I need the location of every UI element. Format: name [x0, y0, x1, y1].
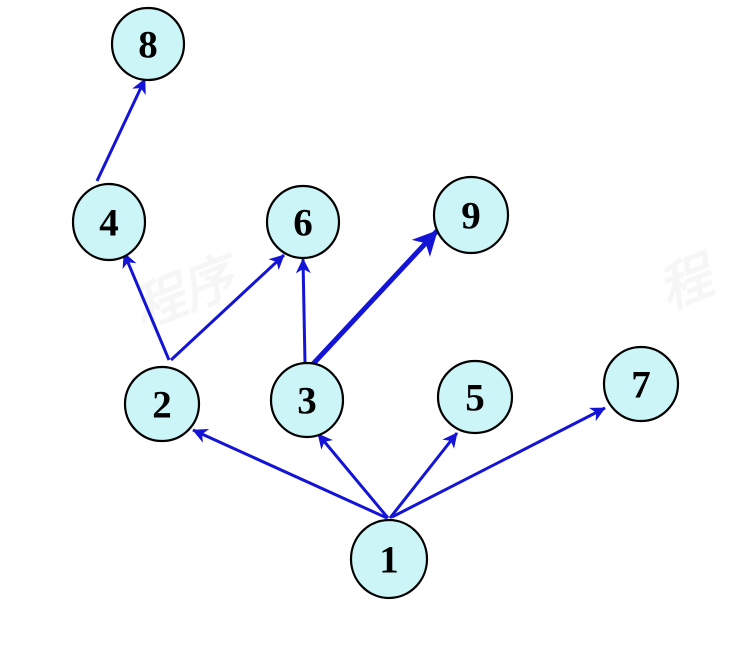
- edge-1-3: [316, 433, 390, 519]
- node-label-7: 7: [631, 364, 651, 407]
- graph-node-8: 8: [110, 6, 186, 82]
- node-label-3: 3: [297, 380, 317, 423]
- node-circle-7: [602, 345, 680, 423]
- graph-node-5: 5: [436, 359, 514, 435]
- node-circle-5: [436, 359, 514, 435]
- graph-node-7: 7: [602, 345, 680, 423]
- node-label-8: 8: [138, 24, 158, 67]
- node-circle-9: [432, 175, 510, 255]
- node-circle-2: [123, 365, 201, 443]
- node-label-4: 4: [99, 202, 119, 245]
- graph-node-2: 2: [123, 365, 201, 443]
- edge-1-7: [391, 406, 606, 519]
- node-circle-6: [265, 184, 341, 260]
- node-label-5: 5: [465, 377, 485, 420]
- graph-node-3: 3: [269, 361, 345, 439]
- node-circle-4: [71, 182, 147, 262]
- edge-4-8: [95, 78, 147, 182]
- node-circle-8: [110, 6, 186, 82]
- edge-3-6: [295, 258, 311, 364]
- edge-1-5: [388, 432, 459, 519]
- watermark: 程: [651, 246, 727, 321]
- edge-2-6: [169, 253, 286, 362]
- node-label-6: 6: [293, 202, 313, 245]
- node-circle-3: [269, 361, 345, 439]
- graph-node-9: 9: [432, 175, 510, 255]
- node-circle-1: [349, 518, 429, 600]
- edge-1-2: [192, 428, 388, 520]
- node-label-9: 9: [461, 195, 481, 238]
- graph-node-1: 1: [349, 518, 429, 600]
- node-label-1: 1: [379, 539, 399, 582]
- graph-node-6: 6: [265, 184, 341, 260]
- edge-2-4: [122, 252, 171, 361]
- edge-3-9: [311, 229, 439, 366]
- watermark: 程序: [125, 246, 250, 341]
- node-label-2: 2: [152, 384, 172, 427]
- graph-node-4: 4: [71, 182, 147, 262]
